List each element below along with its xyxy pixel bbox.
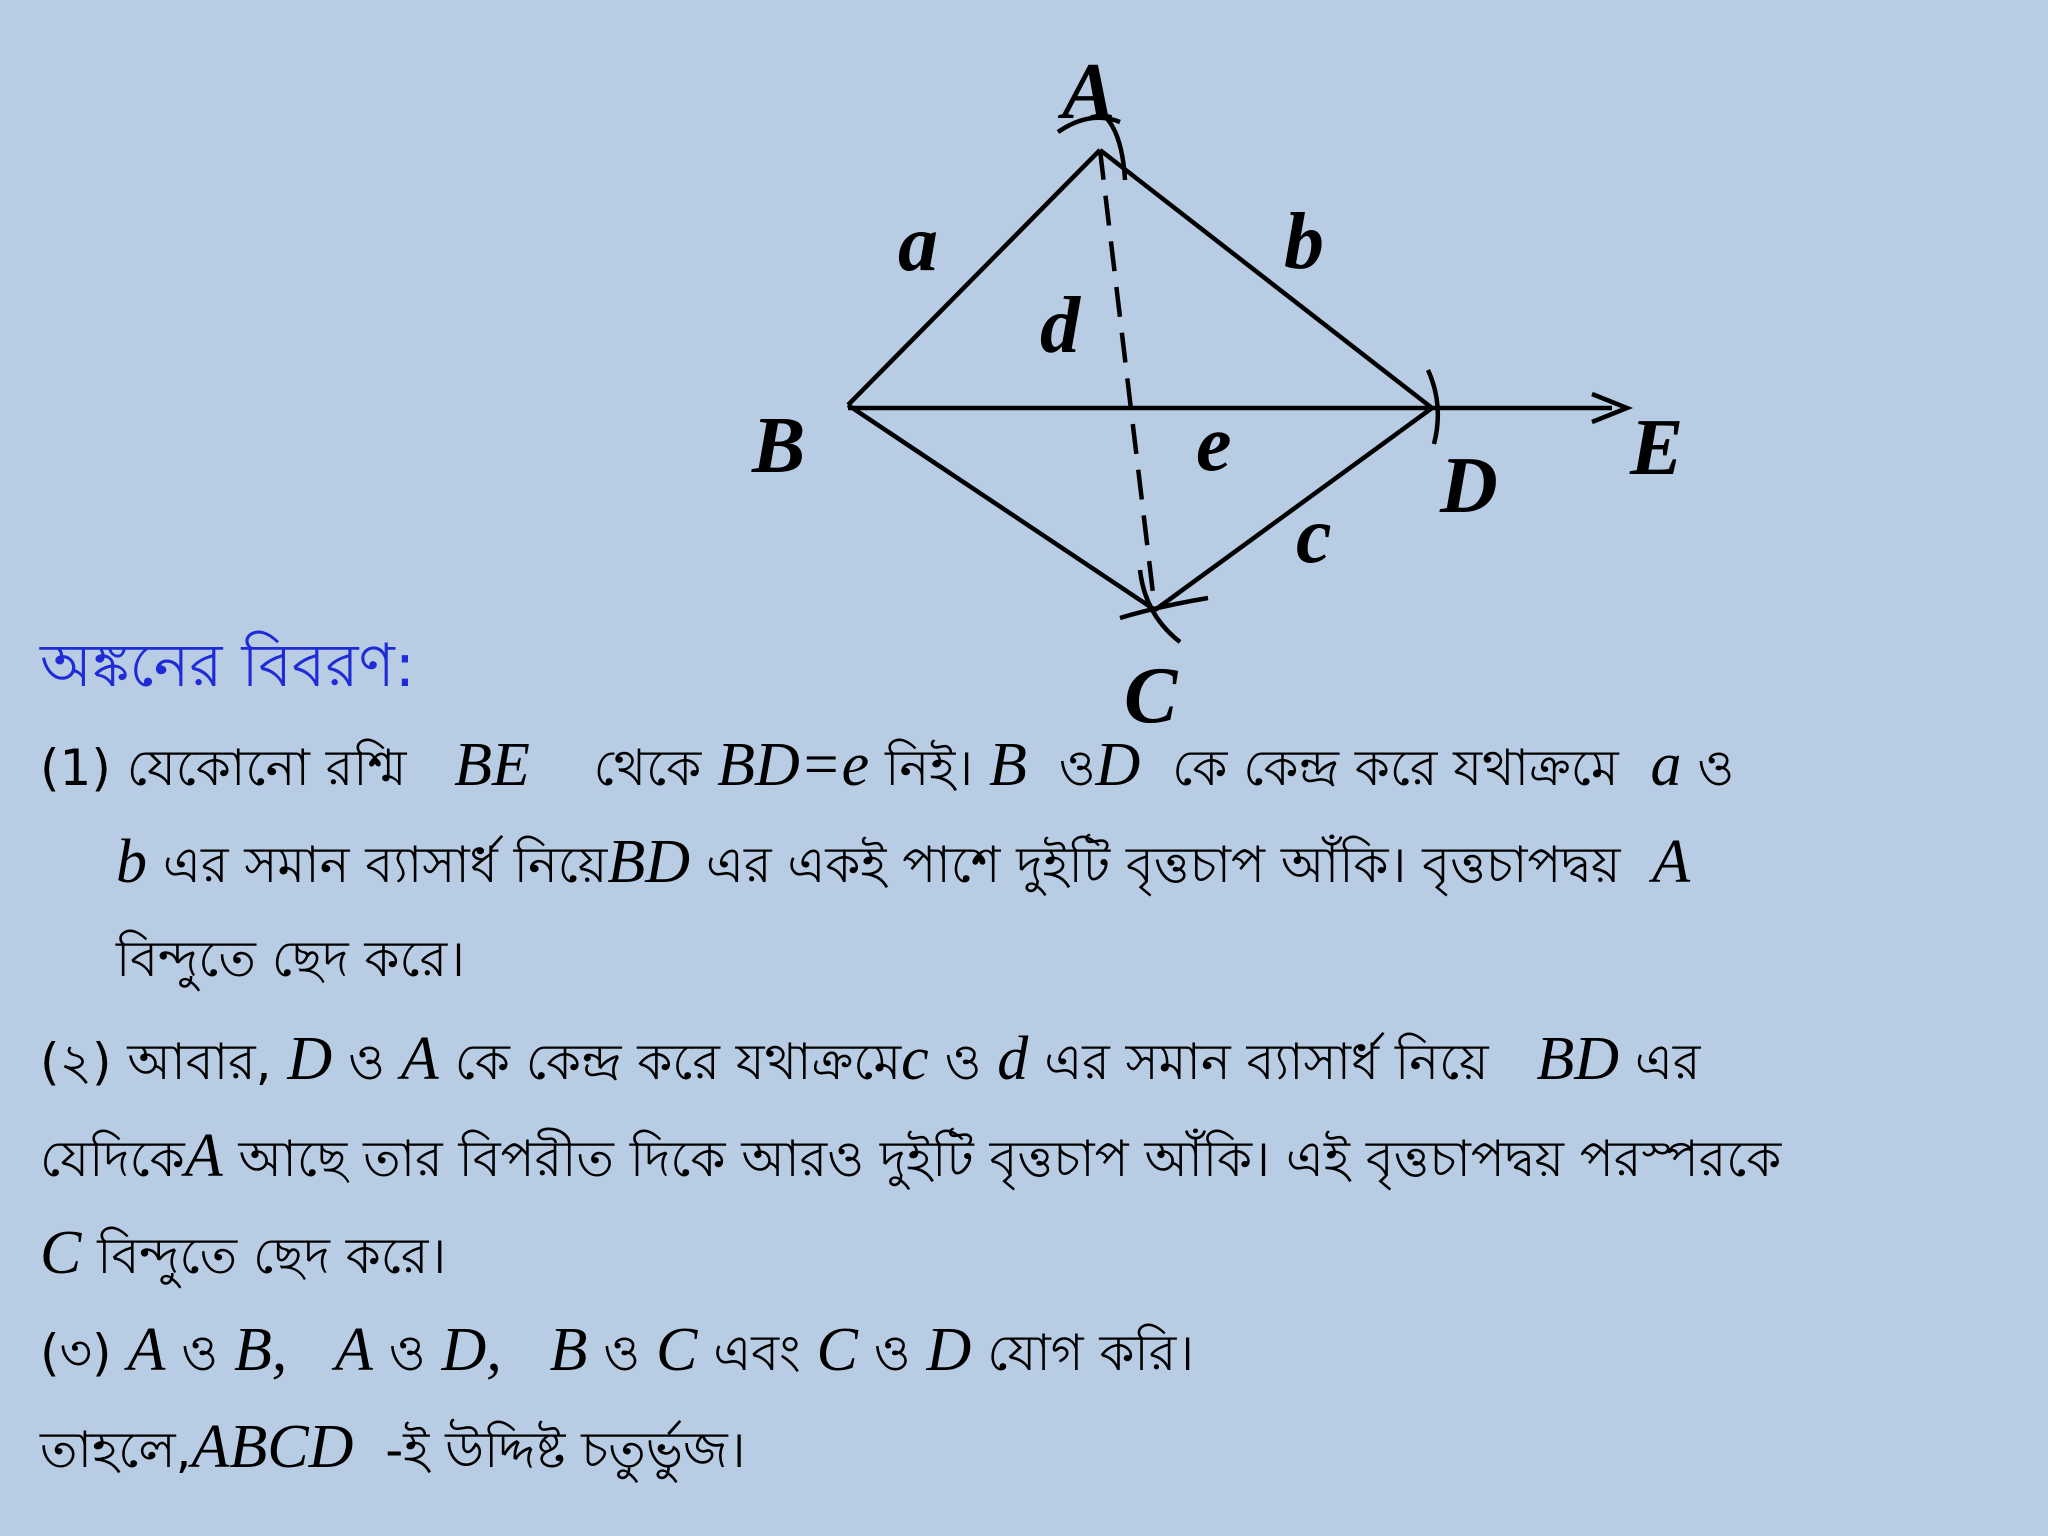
math: B [989,731,1027,799]
text: (২) আবার, [40,1033,272,1091]
point-label-D: D [1439,442,1498,530]
math: B, [233,1316,288,1384]
text: এবং [713,1324,801,1382]
text: এর সমান ব্যাসার্ধ নিয়ে [162,836,608,894]
math: A [1652,828,1691,896]
math: D [1095,731,1141,799]
construction-diagram: A B C D E a b c d e [751,48,1683,740]
math: B [549,1316,588,1384]
math: b [116,828,147,896]
point-label-E: E [1629,404,1683,492]
text: ও [873,1324,911,1382]
math: A [400,1025,439,1093]
math: C [816,1316,858,1384]
text: (1) যেকোনো রশ্মি [40,739,407,797]
math: a [1650,731,1682,799]
text: যোগ করি। [987,1324,1195,1382]
side-label-c: c [1296,492,1332,580]
text: কে কেন্দ্র করে যথাক্রমে [454,1033,902,1091]
text: নিই। [885,739,974,797]
side-label-a: a [898,200,938,288]
math: D [926,1316,972,1384]
construction-description: অঙ্কনের বিবরণ: (1) যেকোনো রশ্মি BE থেকে … [40,620,2030,1497]
ray-arrowhead [1591,391,1634,425]
math: D, [441,1316,502,1384]
point-label-B: B [751,402,805,490]
step-2-line-2: যেদিকেA আছে তার বিপরীত দিকে আরও দুইটি বৃ… [40,1109,2030,1206]
math: A [127,1316,166,1384]
point-label-A: A [1057,48,1115,136]
side-BC [846,403,1157,612]
side-b-AD [1098,148,1434,410]
math: c [901,1025,929,1093]
side-c-CD [1153,406,1434,612]
text: এর একই পাশে দুইটি বৃত্তচাপ আঁকি। বৃত্তচা… [705,836,1621,894]
math: BD [1536,1025,1619,1093]
text: -ই উদ্দিষ্ট চতুর্ভুজ। [385,1421,746,1479]
math: D [287,1025,333,1093]
text: এর সমান ব্যাসার্ধ নিয়ে [1044,1033,1489,1091]
text: কে কেন্দ্র করে যথাক্রমে [1172,739,1619,797]
step-3-line: (৩) A ও B, A ও D, B ও C এবং C ও D যোগ কর… [40,1303,2030,1400]
math: A [335,1316,373,1384]
text: এর [1634,1033,1701,1091]
math: BE [454,731,530,799]
text: থেকে [593,739,702,797]
side-label-d: d [1040,282,1081,370]
text: ও [603,1324,641,1382]
math: A [184,1122,223,1190]
text: ও [1058,739,1096,797]
side-label-b: b [1284,198,1324,286]
arc-at-D [1425,369,1441,445]
diagonal-d-AC [1097,149,1158,611]
arc-at-A-right [1098,110,1128,181]
text: ও [944,1033,982,1091]
step-2-line-3: C বিন্দুতে ছেদ করে। [40,1206,2030,1303]
text: ও [181,1324,219,1382]
math: d [997,1025,1029,1093]
text: তাহলে, [40,1421,192,1479]
text: বিন্দুতে ছেদ করে। [97,1227,447,1285]
text: যেদিকে [40,1130,185,1188]
step-2-line-1: (২) আবার, D ও A কে কেন্দ্র করে যথাক্রমেc… [40,1012,2030,1109]
math: BD=e [717,731,870,799]
step-1-line-1: (1) যেকোনো রশ্মি BE থেকে BD=e নিই। B ওD … [40,718,2030,815]
text: ও [348,1033,385,1091]
text: (৩) [40,1324,112,1382]
arc-at-A-left [1056,115,1121,134]
step-1-line-2: b এর সমান ব্যাসার্ধ নিয়েBD এর একই পাশে … [40,815,2030,912]
math: BD [607,828,690,896]
text: বিন্দুতে ছেদ করে। [116,930,465,988]
description-heading: অঙ্কনের বিবরণ: [40,631,415,701]
side-label-e: e [1196,400,1232,488]
step-1-line-3: বিন্দুতে ছেদ করে। [40,912,2030,1006]
math: C [655,1316,698,1384]
side-a-AB [846,148,1102,407]
math: ABCD [191,1413,354,1481]
text: ও [1697,739,1735,797]
text: ও [388,1324,426,1382]
text: আছে তার বিপরীত দিকে আরও দুইটি বৃত্তচাপ আ… [238,1130,1782,1188]
point-label-C: C [1124,652,1179,740]
arc-at-C-right [1119,595,1209,621]
math: C [40,1219,82,1287]
conclusion-line: তাহলে,ABCD -ই উদ্দিষ্ট চতুর্ভুজ। [40,1400,2030,1497]
